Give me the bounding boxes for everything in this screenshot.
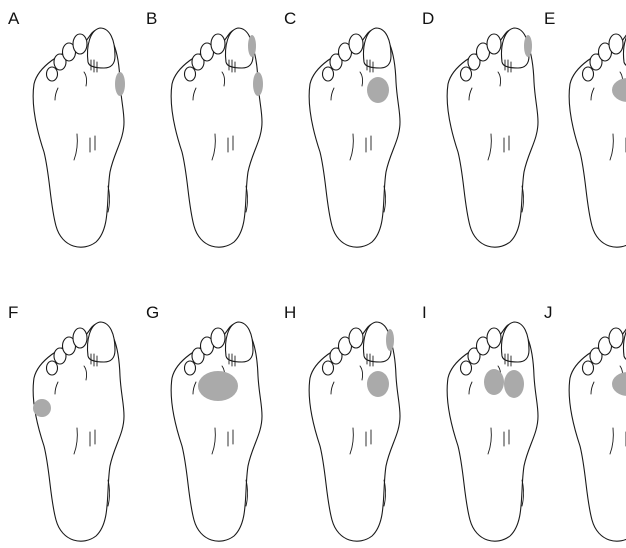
lesion-hallux-medial-edge	[248, 35, 256, 57]
panel-label: H	[284, 303, 296, 322]
foot-outline	[309, 28, 400, 247]
foot-panel-e: E	[544, 9, 626, 247]
panel-label: J	[544, 303, 553, 322]
panel-label: F	[8, 303, 18, 322]
foot-panel-g: G	[146, 303, 262, 541]
lesion-hallux-medial-edge	[386, 329, 394, 351]
lesion-fifth-metatarsal-lateral	[33, 399, 51, 417]
lesion-medial-ball-edge	[115, 72, 125, 96]
foot-outline	[447, 28, 538, 247]
panel-label: E	[544, 9, 555, 28]
panel-label: C	[284, 9, 296, 28]
panel-label: B	[146, 9, 157, 28]
lesion-first-metatarsal-head	[367, 371, 389, 397]
panel-label: I	[422, 303, 427, 322]
foot-panel-b: B	[146, 9, 263, 247]
lesion-hallux-medial-edge	[524, 35, 532, 57]
foot-panel-f: F	[8, 303, 124, 541]
foot-outline	[447, 322, 538, 541]
lesion-third-metatarsal-head	[504, 370, 524, 398]
foot-outline	[33, 322, 124, 541]
foot-panel-d: D	[422, 9, 538, 247]
foot-outline	[33, 28, 124, 247]
foot-outline	[569, 28, 626, 247]
foot-panel-c: C	[284, 9, 400, 247]
panel-label: D	[422, 9, 434, 28]
lesion-second-metatarsal-head	[484, 369, 504, 395]
foot-panel-i: I	[422, 303, 538, 541]
foot-outline	[171, 28, 262, 247]
foot-panel-h: H	[284, 303, 400, 541]
panel-label: A	[8, 9, 20, 28]
foot-panels: A B C D E F G H I J	[8, 9, 626, 541]
foot-outline	[569, 322, 626, 541]
lesion-first-metatarsal-head	[367, 77, 389, 103]
foot-outline	[171, 322, 262, 541]
foot-panel-a: A	[8, 9, 125, 247]
panel-label: G	[146, 303, 159, 322]
lesion-medial-ball-edge	[253, 72, 263, 96]
foot-outline	[309, 322, 400, 541]
foot-panel-j: J	[544, 303, 626, 541]
lesion-central-forefoot-large	[198, 371, 238, 401]
